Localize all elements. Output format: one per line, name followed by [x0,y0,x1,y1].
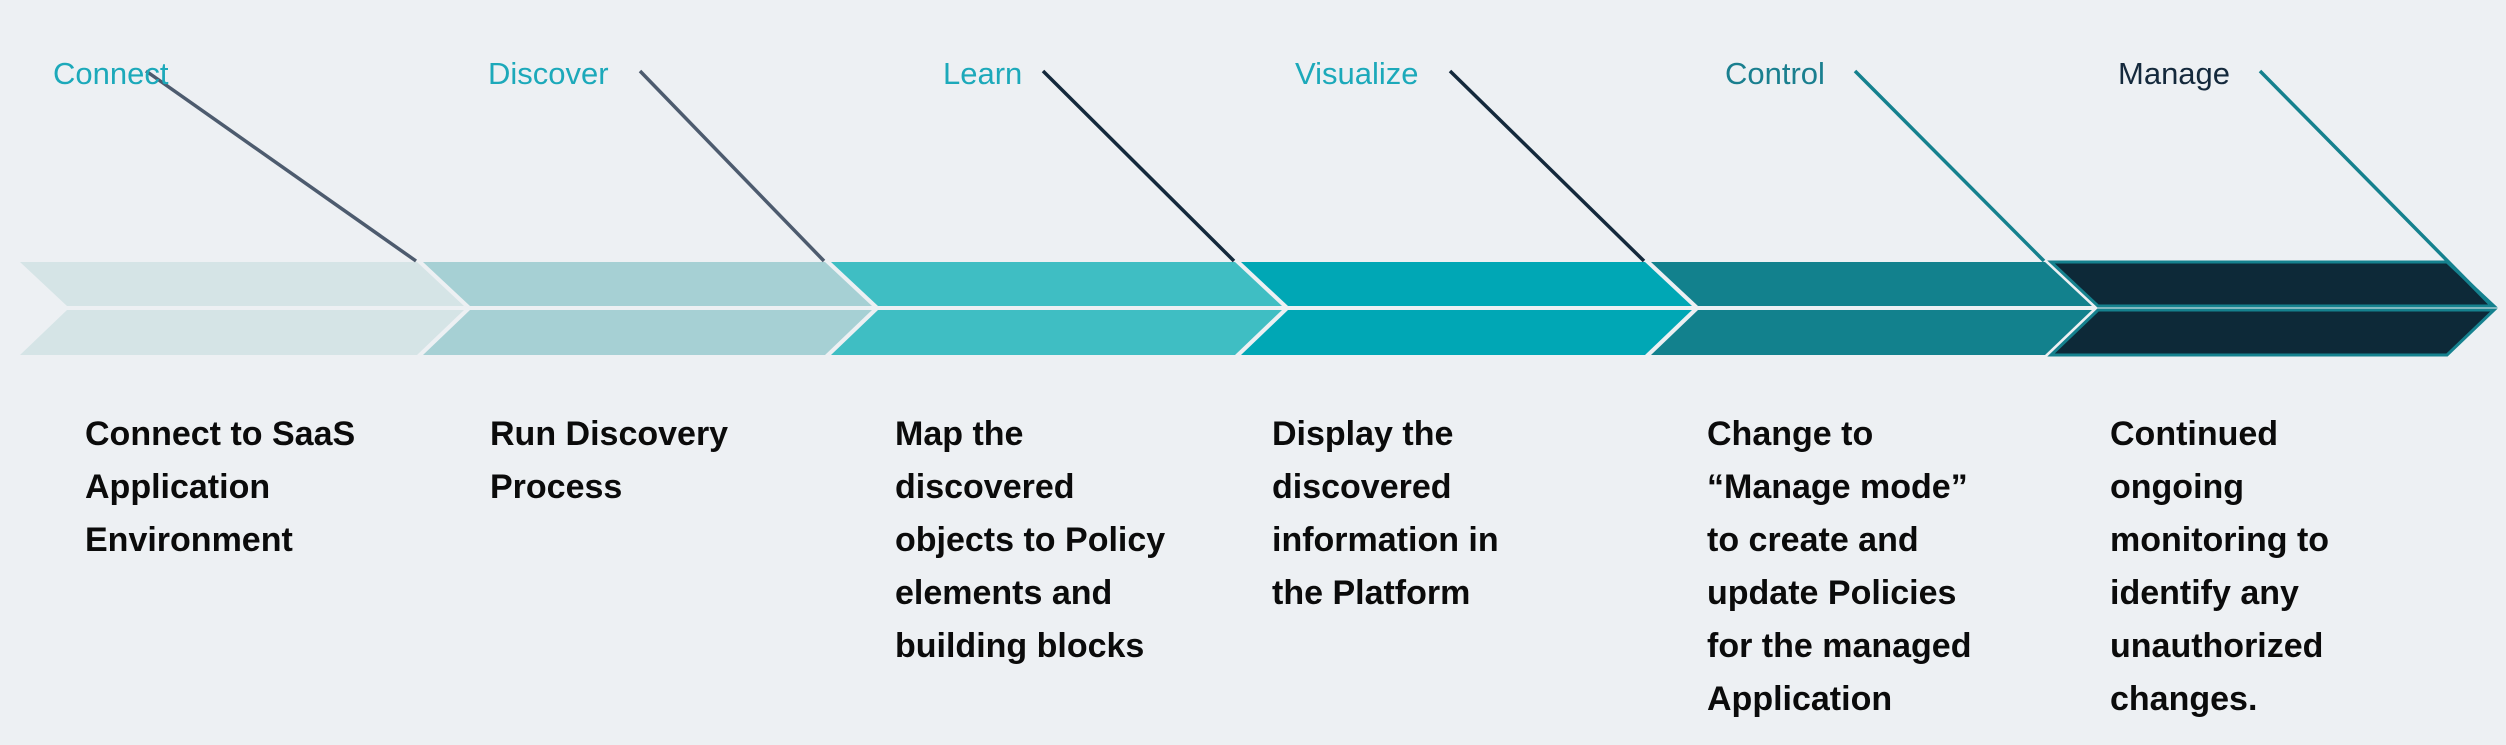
chevron-segment-manage-top [2047,260,2498,308]
chevron-segment-visualize-top [1241,262,1692,306]
chevron-segment-learn-top [831,262,1282,306]
stage-label-manage: Manage [2118,56,2231,91]
stage-description-learn: Map the discovered objects to Policy ele… [895,415,1166,665]
chevron-segment-control-bottom [1651,310,2092,355]
connector-line-visualize [1448,69,1646,263]
stage-label-visualize: Visualize [1295,56,1419,91]
stage-description-discover: Run Discovery Process [490,415,729,506]
stage-description-manage: Continued ongoing monitoring to identify… [2110,415,2330,718]
chevron-segment-discover-bottom [423,310,872,355]
stage-description-control: Change to “Manage mode” to create and up… [1707,415,1972,718]
connector-line-connect [144,69,418,263]
stage-description-visualize: Display the discovered information in th… [1272,415,1499,612]
stage-label-learn: Learn [943,56,1023,91]
stage-description-connect: Connect to SaaS Application Environment [85,415,356,559]
stage-label-control: Control [1725,56,1825,91]
chevron-segment-discover-top [423,262,872,306]
chevron-segment-connect-top [20,262,464,306]
chevron-segment-connect-bottom [20,310,464,355]
stage-label-connect: Connect [53,56,169,91]
stage-label-discover: Discover [488,56,609,91]
chevron-segment-visualize-bottom [1241,310,1692,355]
connector-line-discover [638,69,826,263]
chevron-segment-control-top [1651,262,2092,306]
chevron-segment-learn-bottom [831,310,1282,355]
connector-line-control [1853,69,2046,263]
connector-line-manage [2258,69,2492,306]
connector-line-learn [1041,69,1236,263]
chevron-segment-manage-bottom [2047,308,2498,357]
